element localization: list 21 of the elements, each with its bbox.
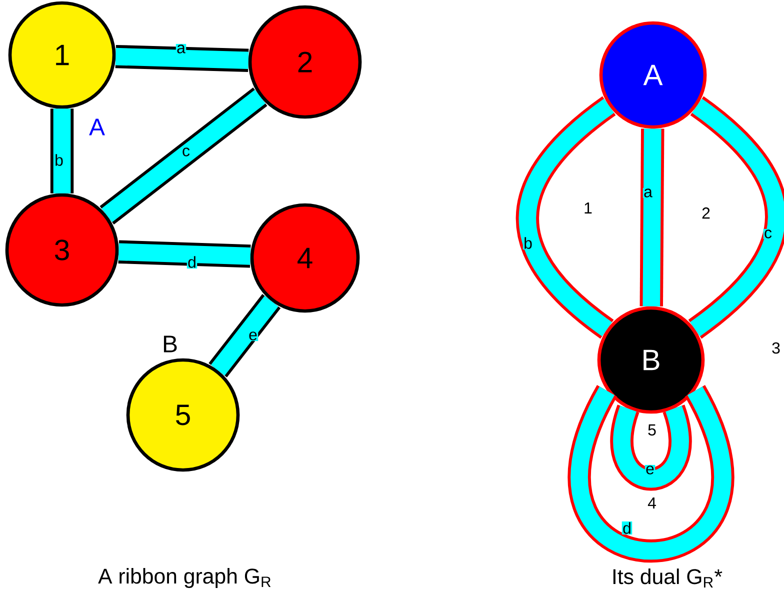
edge-label: a: [176, 44, 186, 54]
caption: Its dual G$_{R}$*: [613, 568, 722, 588]
ribbon: [118, 240, 251, 268]
edge-label: d: [622, 521, 632, 535]
face-label: 4: [648, 498, 656, 508]
face-label: 3: [772, 342, 780, 354]
ribbon: [640, 128, 664, 306]
ribbon: [50, 108, 74, 194]
ribbon: [208, 294, 281, 378]
ribbon: [610, 406, 692, 491]
ribbon: [568, 386, 734, 562]
face-label: 2: [702, 207, 710, 219]
ribbon: [516, 96, 616, 338]
face-label: 1: [584, 202, 592, 214]
ribbon: [115, 44, 249, 72]
edge-label: e: [644, 464, 656, 476]
face-label: A: [89, 118, 105, 136]
caption: A ribbon graph G$_{R}$: [98, 568, 271, 588]
ribbon: [688, 96, 784, 338]
face-label: B: [164, 336, 177, 352]
ribbon: [100, 88, 268, 224]
